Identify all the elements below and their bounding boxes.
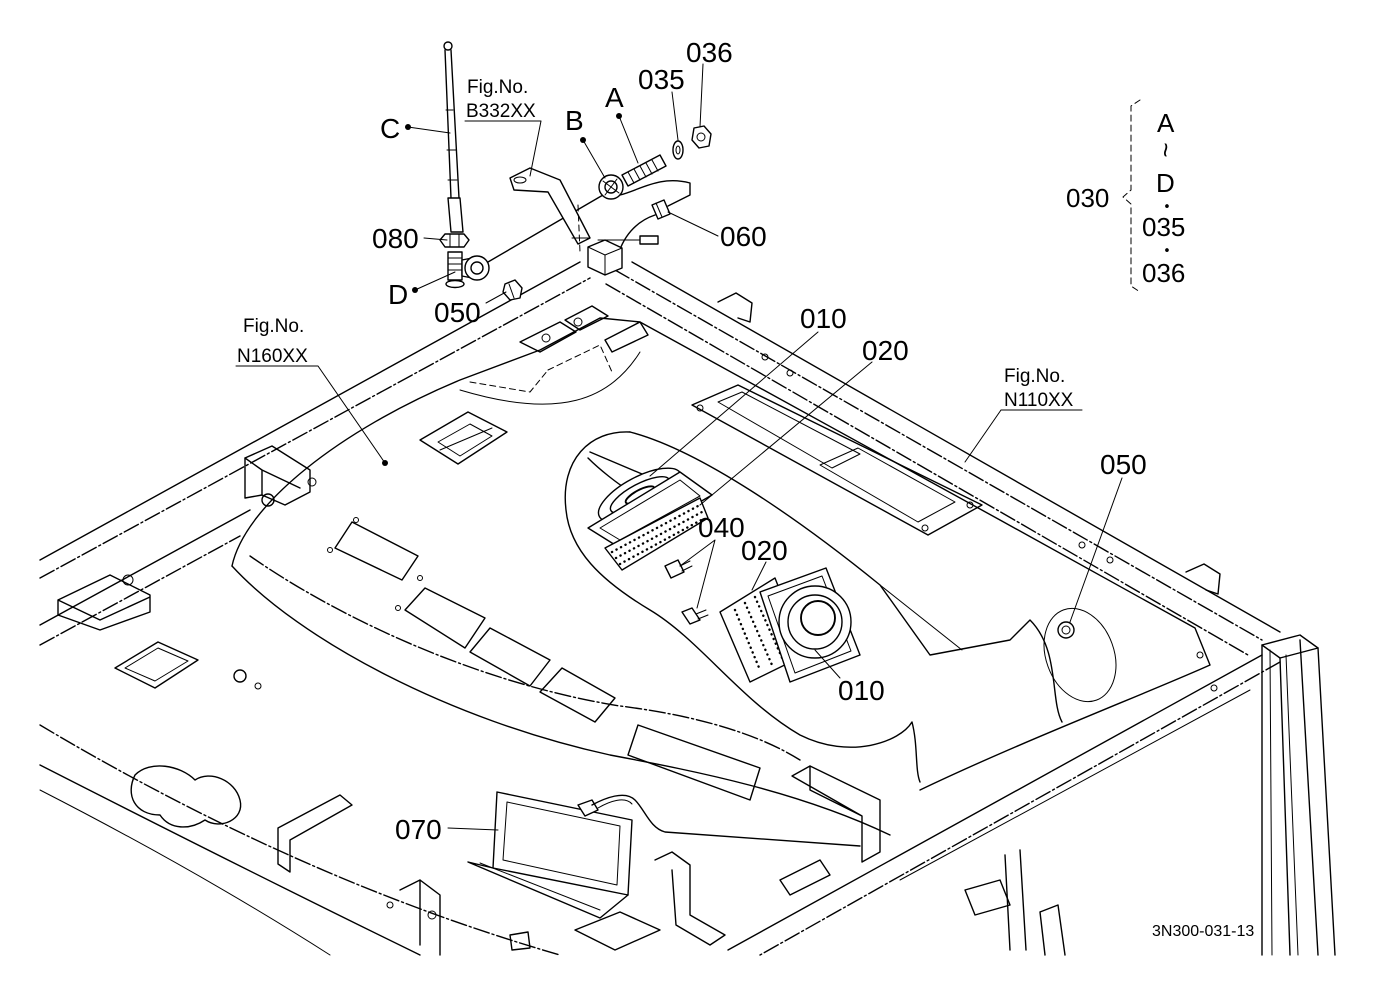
bezel-cable [577,794,861,847]
callout-020-lower: 020 [741,535,788,566]
callout-020-upper: 020 [862,335,909,366]
figure-caption: Fig.No. [467,77,528,98]
callout-080: 080 [372,223,419,254]
figure-number: B332XX [466,101,536,122]
grommet-right [1043,607,1117,703]
screw-upper [664,559,693,579]
callout-c: C [380,113,400,144]
grommet-left [502,279,523,301]
callout-035: 035 [638,64,685,95]
figure-reference-right: Fig.No. N110XX [1004,366,1074,411]
legend-separator: • [1163,244,1171,259]
lower-brackets [277,765,1066,956]
figure-number: N110XX [1004,390,1074,411]
drawing-number: 3N300-031-13 [1152,923,1254,940]
connector-cable [619,180,691,207]
figure-caption: Fig.No. [243,316,304,337]
callout-070: 070 [395,814,442,845]
bracket-plate [509,167,591,253]
legend-bracket [1122,99,1141,293]
junction-box [587,235,659,276]
callout-d: D [388,279,408,310]
legend-include: 036 [1142,258,1185,288]
figure-reference-left: Fig.No. N160XX [237,316,308,367]
callout-036: 036 [686,37,733,68]
callout-010-lower: 010 [838,675,885,706]
leader-lines [235,63,1123,831]
figure-number: N160XX [237,346,308,367]
antenna-rod [443,41,464,233]
cable-grommet [651,199,671,220]
cab-frame [39,261,1336,956]
callout-040: 040 [698,512,745,543]
assembly-legend: 030 A ~ D • 035 • 036 [1066,99,1185,293]
figure-reference-upper: Fig.No. B332XX [466,77,536,122]
figure-caption: Fig.No. [1004,366,1065,387]
legend-separator: • [1163,200,1171,215]
callout-a: A [605,82,624,113]
speaker-right [759,567,861,683]
callout-b: B [565,105,584,136]
callout-060: 060 [720,221,767,252]
washer [672,140,684,160]
legend-from: A [1157,108,1175,138]
bezel [467,791,633,919]
nut [691,125,712,149]
legend-range-symbol: ~ [1151,142,1181,157]
antenna-base [445,251,490,289]
grommet-cable [617,214,656,256]
antenna-nut [439,233,470,248]
legend-include: 035 [1142,212,1185,242]
antenna-cable [487,194,604,263]
legend-part-number: 030 [1066,183,1109,213]
screw-lower [681,607,709,625]
roof-headliner [114,305,1211,836]
bolt [621,154,667,187]
callout-010-upper: 010 [800,303,847,334]
connector [598,174,624,200]
callout-labels: 036 035 A B C 060 080 D 050 010 020 050 … [372,37,1147,845]
legend-to: D [1156,168,1175,198]
callout-050-left: 050 [434,297,481,328]
callout-050-right: 050 [1100,449,1147,480]
